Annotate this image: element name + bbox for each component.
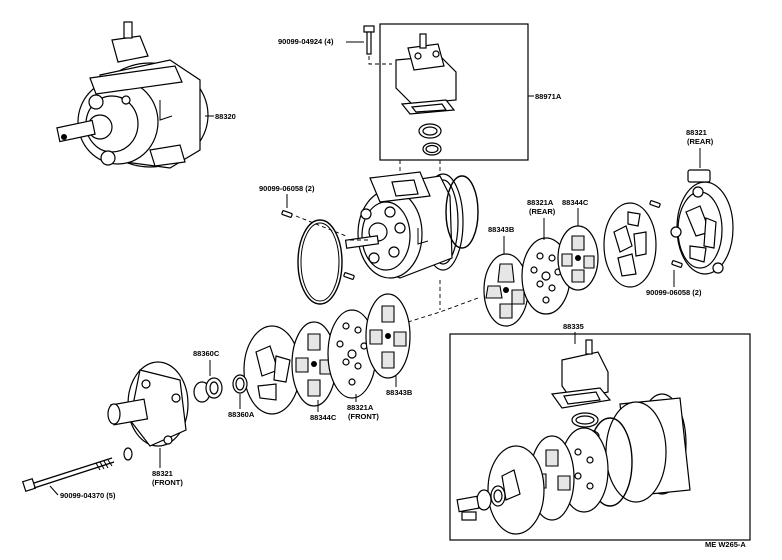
label-seal-c: 88360C [193,349,220,358]
rear-cylinder-head-illustration [670,169,734,275]
label-housing-front: 88321 [152,469,173,478]
label-plate-rear-note: (REAR) [529,207,556,216]
label-kit-88971a: 88971A [535,92,562,101]
seal-88360c [193,377,223,403]
label-bolt-long: 90099-04370 (5) [60,491,116,500]
label-valve-c-front: 88344C [310,413,337,422]
valve-plate-front [327,309,377,399]
valve-reed-front-b [365,293,411,379]
front-housing-illustration [107,361,189,447]
label-plate-rear: 88321A [527,198,554,207]
valve-block-illustration [395,33,457,156]
bolt-top-illustration [363,25,375,55]
long-bolt-illustration [21,447,133,493]
label-seal-a: 88360A [228,410,255,419]
label-pins-right: 90099-06058 (2) [646,288,702,297]
label-cyl-rear-note: (REAR) [687,137,714,146]
pin-right-lower [671,260,683,268]
label-kit-88335: 88335 [563,322,584,331]
o-ring-right [445,175,479,249]
gasket-rear [603,202,657,288]
seal-88360a [232,374,248,394]
valve-reed-front-c [291,321,337,407]
label-cyl-rear: 88321 [686,128,707,137]
pin-left-upper [281,210,293,218]
cylinder-block-illustration [344,171,464,279]
label-valve-b-rear: 88343B [488,225,515,234]
label-valve-b-front: 88343B [386,388,413,397]
kit-88971a-box [379,23,529,161]
label-plate-front: 88321A [347,403,374,412]
o-ring-left [297,219,343,305]
pin-right-upper [649,200,661,208]
label-pins-left: 90099-06058 (2) [259,184,315,193]
label-valve-c-rear: 88344C [562,198,589,207]
pin-left-lower [343,272,355,280]
label-housing-front-note: (FRONT) [152,478,183,487]
kit-88335-illustration [456,339,691,535]
valve-reed-rear-c [557,225,599,291]
kit-88335-box [449,333,751,541]
label-bolt-top: 90099-04924 (4) [278,37,334,46]
label-compressor: 88320 [215,112,236,121]
label-plate-front-note: (FRONT) [348,412,379,421]
figure-code: ME W265-A [705,540,746,549]
front-gasket [243,325,301,415]
valve-reed-rear-b [483,253,529,327]
compressor-assembly-illustration [56,21,209,169]
